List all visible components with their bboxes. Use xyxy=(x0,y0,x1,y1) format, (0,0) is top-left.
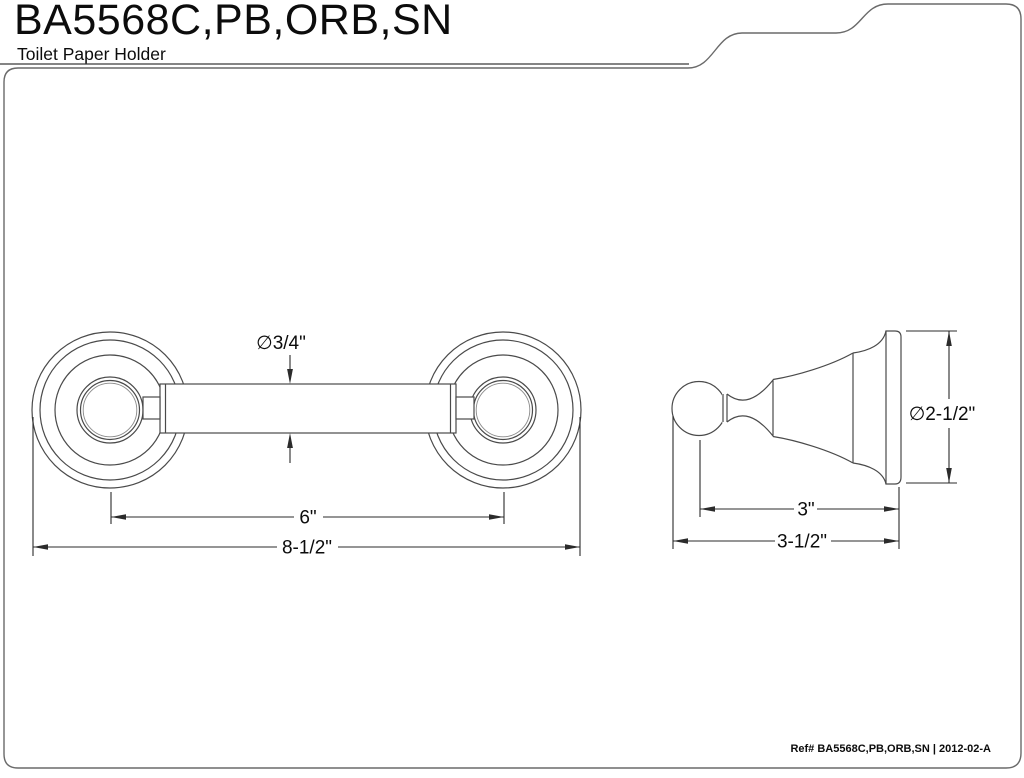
flange-diameter-label: ∅2-1/2" xyxy=(909,404,976,425)
post-bell xyxy=(772,330,887,485)
flange-diameter-dimension xyxy=(906,330,957,484)
side-view-dimensions xyxy=(672,330,957,549)
post-ball xyxy=(671,380,727,437)
post-neck xyxy=(726,379,774,437)
post-stubs xyxy=(142,396,475,420)
projection-dimension xyxy=(699,440,900,549)
wall-plate xyxy=(885,330,902,485)
page-subtitle: Toilet Paper Holder xyxy=(17,44,166,64)
bar-diameter-label: ∅3/4" xyxy=(256,333,306,354)
page-title: BA5568C,PB,ORB,SN xyxy=(14,0,453,44)
sheet-border xyxy=(3,3,1022,769)
side-view-drawing xyxy=(671,330,902,485)
overall-projection-label: 3-1/2" xyxy=(777,532,827,553)
neck-ring xyxy=(722,393,728,423)
bar-diameter-dimension xyxy=(287,355,293,463)
front-view-dimensions xyxy=(32,355,581,556)
reference-number: Ref# BA5568C,PB,ORB,SN | 2012-02-A xyxy=(790,743,991,755)
center-spacing-label: 6" xyxy=(299,508,316,529)
overall-projection-dimension xyxy=(672,416,899,549)
roller-bar xyxy=(159,383,457,434)
overall-width-label: 8-1/2" xyxy=(282,538,332,559)
overall-width-dimension xyxy=(32,417,581,556)
front-view-drawing xyxy=(31,331,582,489)
center-spacing-dimension xyxy=(110,492,505,524)
projection-label: 3" xyxy=(797,500,814,521)
